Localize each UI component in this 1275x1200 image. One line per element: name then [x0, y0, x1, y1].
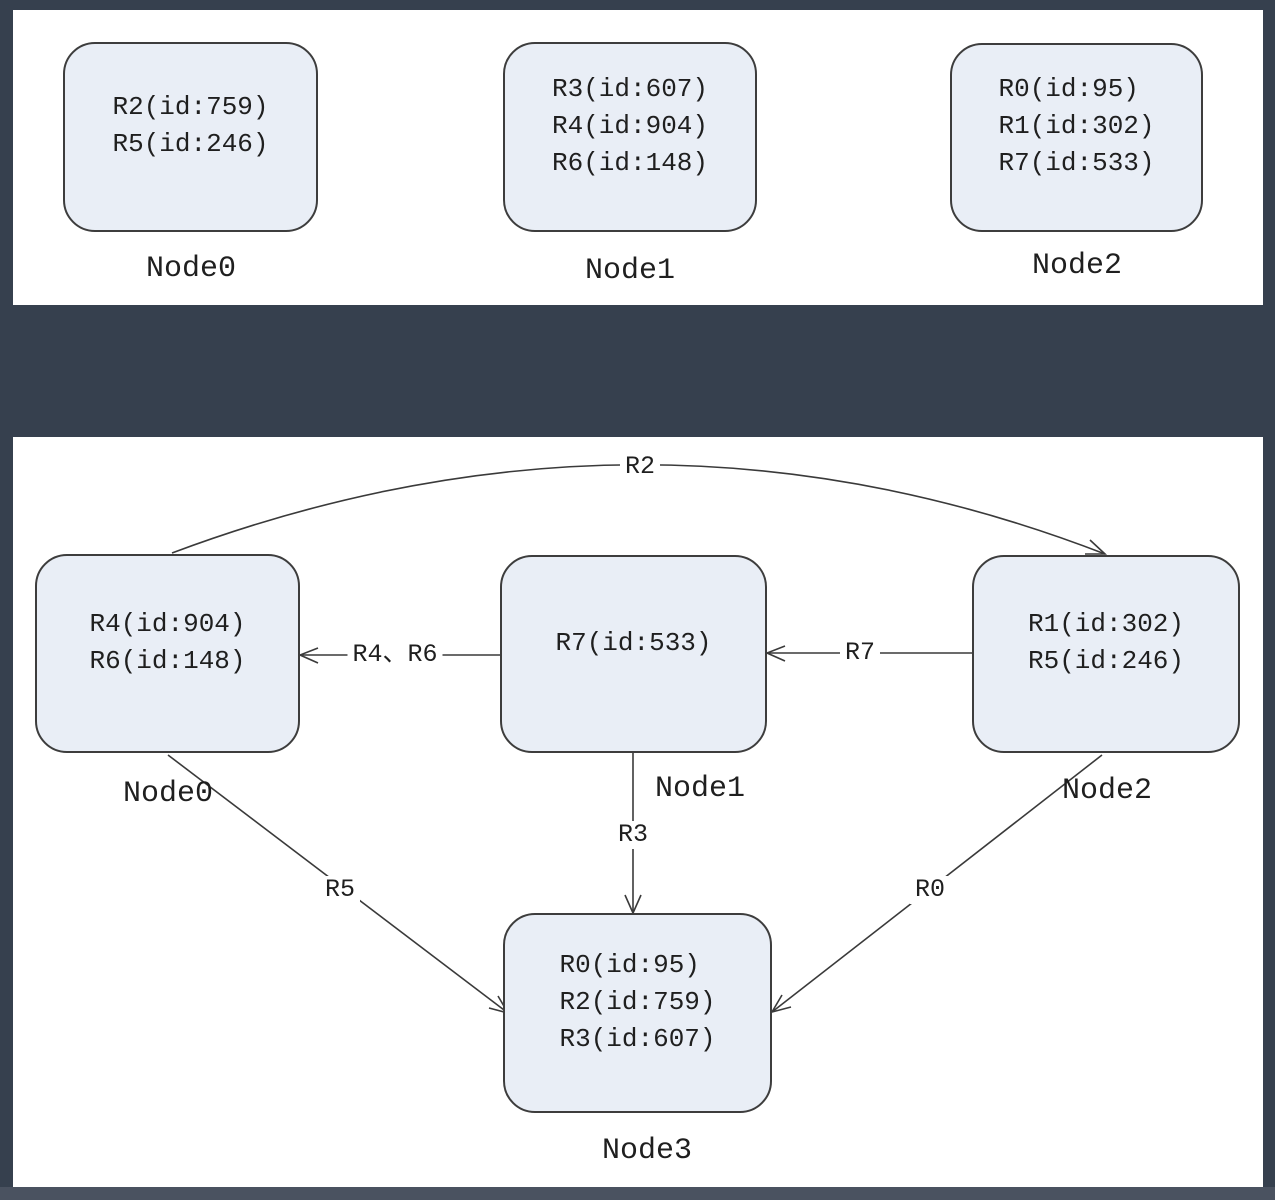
top-node-label-node1: Node1 [584, 254, 676, 288]
region-entry: R6(id:148) [89, 645, 246, 676]
top-node-label-node0: Node0 [145, 252, 237, 286]
region-list: R0(id:95) R1(id:302) R7(id:533) [998, 71, 1154, 182]
region-entry: R3(id:607) [559, 1023, 716, 1054]
panel-top: R2(id:759) R5(id:246) Node0 R3(id:607) R… [13, 10, 1263, 305]
region-list: R7(id:533) [555, 625, 711, 662]
region-entry: R5(id:246) [112, 129, 269, 159]
region-list: R4(id:904) R6(id:148) [89, 606, 245, 680]
region-entry: R0(id:95) [559, 949, 700, 980]
region-entry: R1(id:302) [1027, 609, 1185, 639]
edge-label-r7: R7 [839, 639, 881, 667]
region-entry: R5(id:246) [1027, 646, 1185, 676]
region-entry: R2(id:759) [559, 986, 716, 1017]
graph-node-label-node2: Node2 [1061, 774, 1153, 808]
region-entry: R1(id:302) [998, 111, 1155, 141]
edge-label-r3: R3 [612, 821, 654, 849]
edge-r0-arrowhead [770, 994, 792, 1014]
graph-node-node0: R4(id:904) R6(id:148) [35, 554, 300, 753]
region-entry: R0(id:95) [998, 74, 1139, 104]
region-entry: R2(id:759) [112, 92, 269, 122]
edge-label-r5: R5 [319, 876, 361, 904]
graph-node-label-node0: Node0 [122, 777, 214, 811]
bottom-strip [0, 1187, 1275, 1200]
edge-label-r4r6: R4、R6 [347, 641, 443, 669]
region-entry: R4(id:904) [551, 110, 709, 141]
edge-r7-arrowhead [764, 645, 786, 662]
edge-label-r2: R2 [619, 453, 661, 481]
graph-node-label-node1: Node1 [654, 772, 746, 806]
region-list: R1(id:302) R5(id:246) [1028, 606, 1184, 680]
region-list: R2(id:759) R5(id:246) [112, 89, 268, 163]
graph-node-node1: R7(id:533) [500, 555, 767, 753]
region-entry: R7(id:533) [998, 148, 1155, 178]
graph-node-label-node3: Node3 [601, 1134, 693, 1168]
top-node-node0: R2(id:759) R5(id:246) [63, 42, 318, 232]
top-node-node2: R0(id:95) R1(id:302) R7(id:533) [950, 43, 1203, 232]
region-list: R3(id:607) R4(id:904) R6(id:148) [552, 71, 708, 182]
top-node-label-node2: Node2 [1031, 249, 1123, 283]
panel-bottom: R4(id:904) R6(id:148) Node0 R7(id:533) N… [13, 437, 1263, 1187]
graph-node-node2: R1(id:302) R5(id:246) [972, 555, 1240, 753]
region-entry: R6(id:148) [551, 147, 709, 178]
region-list: R0(id:95) R2(id:759) R3(id:607) [559, 947, 715, 1058]
edge-r4r6-arrowhead [297, 647, 319, 664]
graph-node-node3: R0(id:95) R2(id:759) R3(id:607) [503, 913, 772, 1113]
top-node-node1: R3(id:607) R4(id:904) R6(id:148) [503, 42, 757, 232]
edge-label-r0: R0 [909, 876, 951, 904]
region-entry: R3(id:607) [551, 73, 709, 104]
region-entry: R4(id:904) [89, 608, 246, 639]
region-entry: R7(id:533) [555, 627, 712, 658]
edge-r2-arrowhead [1085, 539, 1108, 555]
